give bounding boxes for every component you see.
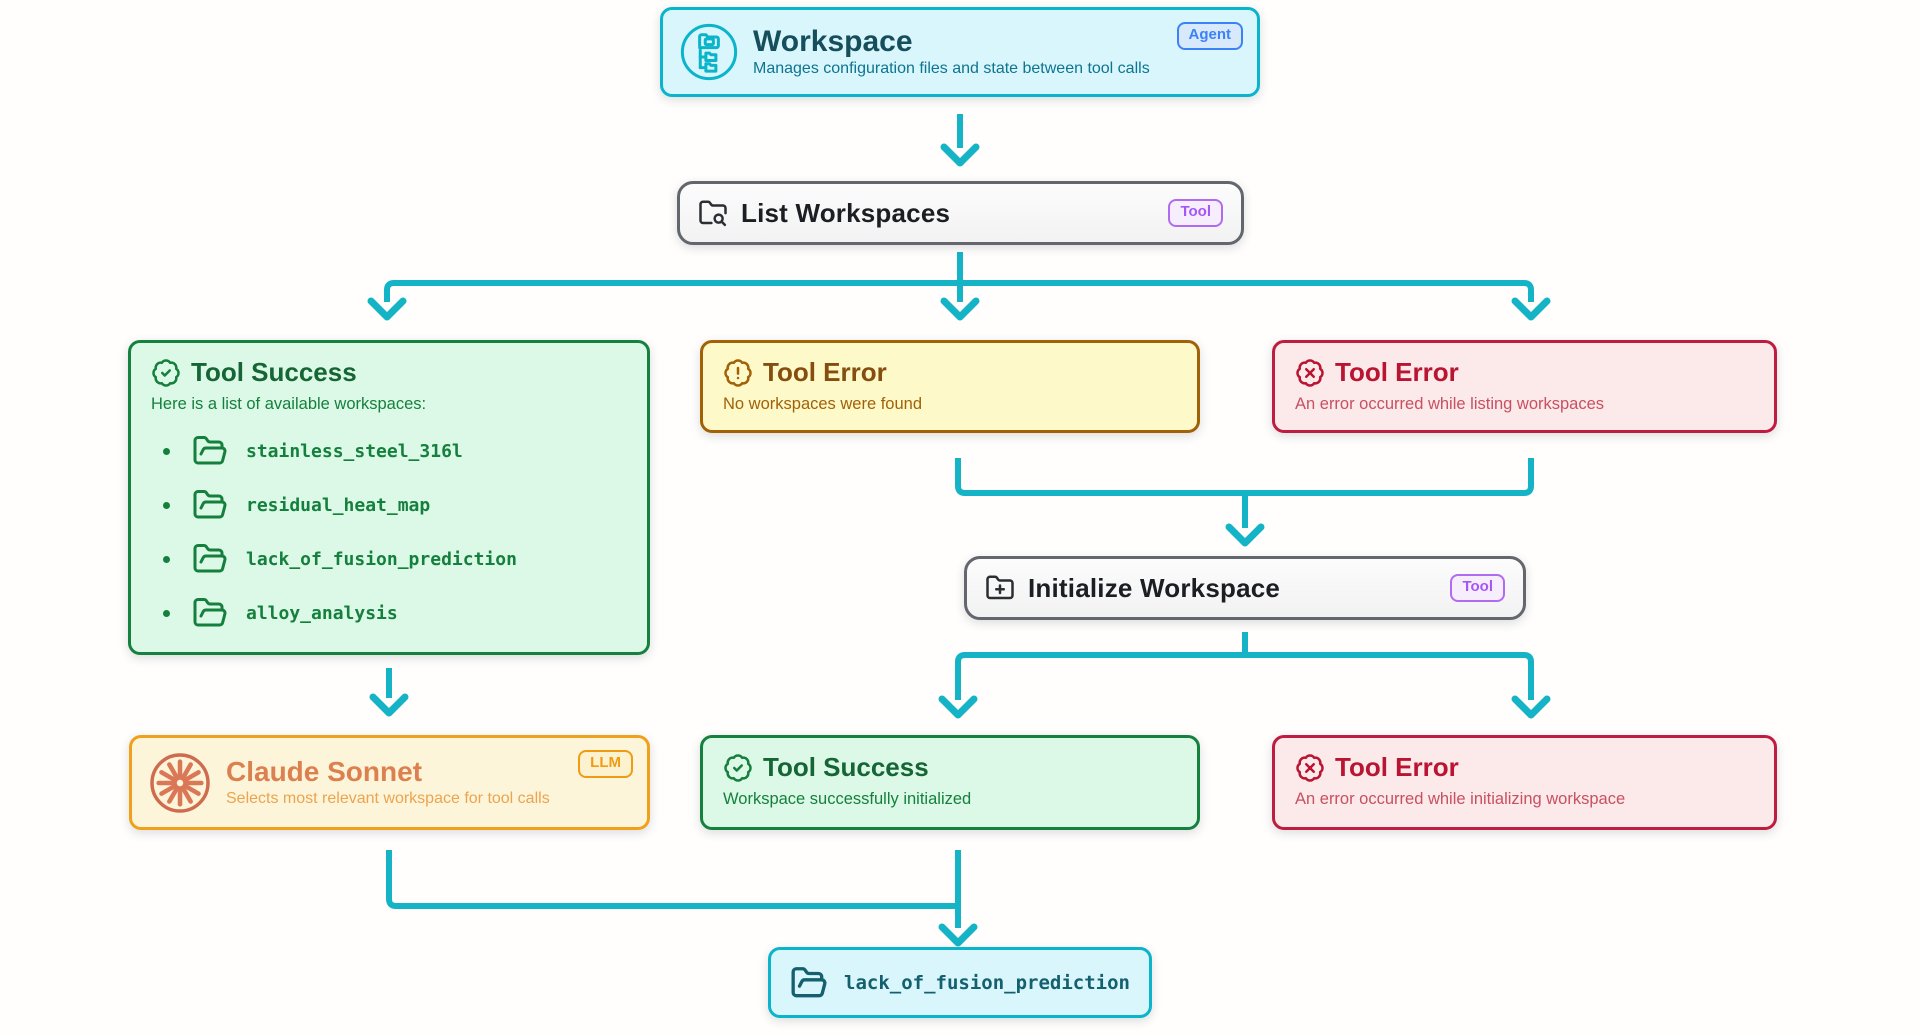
badge-x-icon xyxy=(1295,753,1325,783)
node-title: Workspace xyxy=(753,24,913,58)
list-item: alloy_analysis xyxy=(151,586,627,640)
folder-open-icon xyxy=(790,964,828,1002)
node-subtitle: Selects most relevant workspace for tool… xyxy=(226,789,550,807)
node-title: Tool Error xyxy=(763,357,887,387)
node-tool-error-listing[interactable]: Tool Error An error occurred while listi… xyxy=(1272,340,1777,433)
claude-starburst-icon xyxy=(148,751,212,815)
bullet xyxy=(163,447,170,455)
node-tool-error-empty[interactable]: Tool Error No workspaces were found xyxy=(700,340,1200,433)
list-item: stainless_steel_316l xyxy=(151,424,627,478)
node-title: Tool Error xyxy=(1335,752,1459,782)
badge-check-icon xyxy=(151,358,181,388)
badge-alert-icon xyxy=(723,358,753,388)
folder-plus-icon xyxy=(985,573,1015,603)
llm-badge: LLM xyxy=(578,750,633,778)
selected-workspace-name: lack_of_fusion_prediction xyxy=(844,971,1130,994)
node-title: Claude Sonnet xyxy=(226,756,423,788)
badge-x-icon xyxy=(1295,358,1325,388)
node-title: Tool Success xyxy=(191,357,357,387)
node-title: Tool Success xyxy=(763,752,929,782)
tool-badge: Tool xyxy=(1450,574,1505,602)
node-title: Tool Error xyxy=(1335,357,1459,387)
bullet xyxy=(163,555,170,563)
node-tool-success-init[interactable]: Tool Success Workspace successfully init… xyxy=(700,735,1200,830)
status-message: An error occurred while initializing wor… xyxy=(1295,790,1626,808)
node-tool-success-list[interactable]: Tool Success Here is a list of available… xyxy=(128,340,650,655)
folder-open-icon xyxy=(192,541,228,577)
folder-tree-icon xyxy=(679,22,739,82)
folder-search-icon xyxy=(698,198,728,228)
tool-badge: Tool xyxy=(1168,199,1223,227)
bullet xyxy=(163,609,170,617)
agent-badge: Agent xyxy=(1176,22,1243,50)
node-title: Initialize Workspace xyxy=(1028,572,1281,603)
folder-open-icon xyxy=(192,595,228,631)
status-message: Workspace successfully initialized xyxy=(723,790,972,808)
node-selected-workspace[interactable]: lack_of_fusion_prediction xyxy=(768,947,1152,1018)
list-item: lack_of_fusion_prediction xyxy=(151,532,627,586)
workspace-name: alloy_analysis xyxy=(246,602,398,624)
node-workspace-agent[interactable]: Workspace Manages configuration files an… xyxy=(660,7,1260,97)
workspace-list: stainless_steel_316l residual_heat_map xyxy=(151,424,627,640)
folder-open-icon xyxy=(192,487,228,523)
folder-open-icon xyxy=(192,433,228,469)
status-message: No workspaces were found xyxy=(723,395,923,413)
node-tool-error-init[interactable]: Tool Error An error occurred while initi… xyxy=(1272,735,1777,830)
node-list-workspaces-tool[interactable]: List Workspaces Tool xyxy=(677,181,1244,245)
status-message: Here is a list of available workspaces: xyxy=(151,395,427,413)
status-message: An error occurred while listing workspac… xyxy=(1295,395,1605,413)
workspace-name: stainless_steel_316l xyxy=(246,440,463,462)
node-initialize-workspace-tool[interactable]: Initialize Workspace Tool xyxy=(964,556,1526,620)
list-item: residual_heat_map xyxy=(151,478,627,532)
workspace-name: lack_of_fusion_prediction xyxy=(246,548,517,570)
node-subtitle: Manages configuration files and state be… xyxy=(753,60,1150,78)
badge-check-icon xyxy=(723,753,753,783)
bullet xyxy=(163,501,170,509)
node-claude-sonnet-llm[interactable]: Claude Sonnet Selects most relevant work… xyxy=(129,735,650,830)
workspace-name: residual_heat_map xyxy=(246,494,431,516)
node-title: List Workspaces xyxy=(741,197,951,228)
